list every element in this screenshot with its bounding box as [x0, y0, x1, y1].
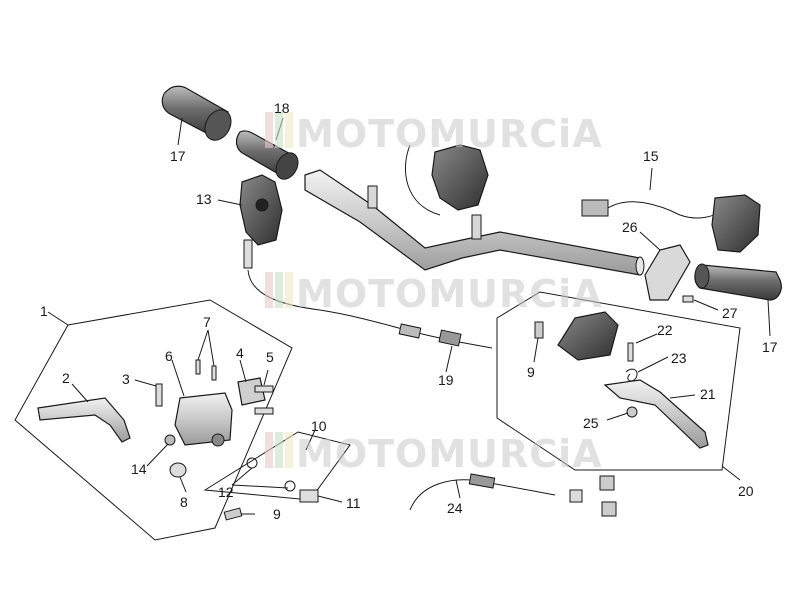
throttle-sleeve [235, 130, 299, 180]
clamp-4 [237, 377, 274, 415]
leader-lines [47, 117, 771, 515]
callout-26: 26 [622, 219, 638, 235]
callout-20: 20 [738, 483, 754, 499]
right-lever-housing [557, 311, 619, 361]
callout-9-left: 9 [273, 506, 281, 522]
assembly-20-frame [496, 291, 741, 471]
switch-9-right [534, 321, 544, 339]
throttle-housing [404, 144, 489, 216]
washer-14 [164, 434, 176, 446]
assembly-1-frame [14, 299, 293, 541]
spring-23 [625, 368, 638, 382]
screw-27 [682, 295, 694, 303]
callout-17-right: 17 [762, 339, 778, 355]
callout-4: 4 [236, 345, 244, 361]
callout-24: 24 [447, 500, 463, 516]
pin-22 [627, 342, 634, 362]
callout-9-right: 9 [527, 364, 535, 380]
callout-21: 21 [700, 386, 716, 402]
banjo-bolt-11 [299, 489, 319, 503]
callout-6: 6 [165, 348, 173, 364]
watermark-text-top: MOTOMURCiA [296, 112, 603, 156]
screw-3 [155, 383, 163, 407]
callout-labels: 1 2 3 4 5 6 7 8 9 9 10 11 12 13 14 15 17… [40, 100, 778, 522]
callout-1: 1 [40, 303, 48, 319]
callout-2: 2 [62, 370, 70, 386]
switch-cover [644, 244, 691, 301]
left-grip [161, 85, 232, 141]
callout-3: 3 [122, 371, 130, 387]
callout-23: 23 [671, 350, 687, 366]
callout-14: 14 [131, 461, 147, 477]
callout-11: 11 [346, 495, 361, 511]
watermark-top: MOTOMURCiA [265, 112, 603, 156]
callout-18: 18 [274, 100, 290, 116]
watermark-text-bottom: MOTOMURCiA [296, 432, 603, 476]
watermark-text-middle: MOTOMURCiA [296, 272, 603, 316]
callout-12: 12 [218, 484, 234, 500]
callout-13: 13 [196, 191, 212, 207]
callout-25: 25 [583, 415, 599, 431]
callout-27: 27 [722, 305, 738, 321]
brake-lever-left [37, 397, 131, 443]
watermark-middle: MOTOMURCiA [265, 272, 603, 316]
callout-19: 19 [438, 372, 454, 388]
cap-8 [169, 462, 187, 478]
callout-5: 5 [266, 349, 274, 365]
right-grip [694, 263, 782, 301]
callout-15: 15 [643, 148, 659, 164]
clutch-lever [603, 379, 709, 449]
washer-25 [626, 406, 638, 418]
handlebar-tube [304, 169, 645, 276]
right-switch-wiring [581, 194, 761, 253]
callout-10: 10 [311, 418, 327, 434]
callout-22: 22 [657, 322, 673, 338]
clutch-cable [409, 473, 617, 517]
callout-8: 8 [180, 494, 188, 510]
callout-17-left: 17 [170, 148, 186, 164]
master-cylinder [174, 392, 233, 447]
left-switch-housing [239, 174, 283, 246]
callout-7: 7 [203, 314, 211, 330]
watermark-bottom: MOTOMURCiA [265, 432, 603, 476]
switch-9-left [223, 507, 243, 521]
throttle-cable [243, 239, 493, 349]
